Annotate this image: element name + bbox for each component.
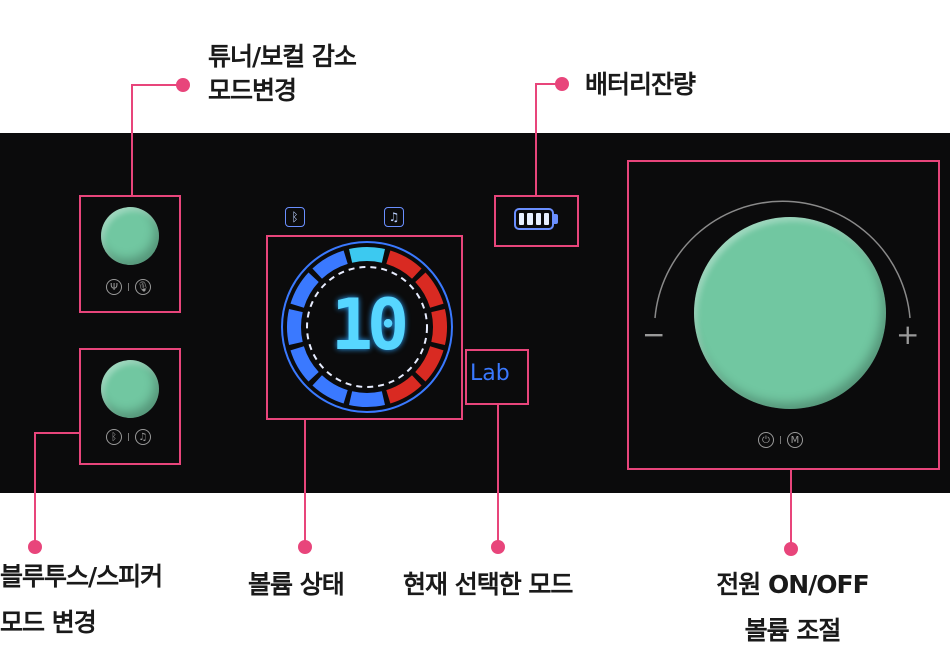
volume-segment	[415, 346, 444, 382]
icon-separator	[128, 283, 129, 291]
volume-ring-display	[281, 241, 453, 413]
volume-segment	[312, 375, 348, 404]
connector-line	[34, 432, 80, 434]
inner-ring	[306, 266, 428, 388]
connector-line	[790, 469, 792, 549]
microphone-icon: 🎙	[135, 279, 151, 295]
volume-state-text: 볼륨 상태	[248, 570, 345, 599]
m-icon: M	[787, 432, 803, 448]
tuner-button-highlight	[79, 195, 181, 313]
connector-line	[535, 83, 537, 196]
tuner-vocal-mode-button[interactable]	[101, 207, 159, 265]
battery-bar	[535, 213, 541, 225]
tuner-callout-label: 튜너/보컬 감소 모드변경	[208, 40, 357, 108]
current-mode-text-display: Lab	[470, 361, 510, 386]
battery-highlight	[494, 195, 579, 247]
bluetooth-indicator-icon: ᛒ	[285, 207, 305, 227]
icon-separator	[128, 433, 129, 441]
volume-minus-label: −	[642, 318, 666, 351]
connector-line	[497, 404, 499, 545]
battery-callout-label: 배터리잔량	[585, 68, 696, 102]
connector-line	[131, 84, 133, 196]
power-callout-line1: 전원 ON/OFF	[716, 570, 869, 599]
power-icon: ⏻	[758, 432, 774, 448]
battery-callout-dot	[555, 77, 569, 91]
tuner-callout-dot	[176, 78, 190, 92]
current-mode-callout-label: 현재 선택한 모드	[403, 568, 573, 602]
bluetooth-speaker-icons: ᛒ ♫	[106, 429, 151, 445]
icon-separator	[780, 436, 781, 444]
volume-segment	[386, 375, 422, 404]
power-callout-dot	[784, 542, 798, 556]
connector-line	[304, 419, 306, 545]
music-note-icon: ♫	[135, 429, 151, 445]
volume-segment	[349, 247, 385, 263]
volume-segment	[290, 346, 319, 382]
connector-line	[34, 432, 36, 544]
volume-segment	[431, 309, 447, 345]
power-volume-knob[interactable]	[694, 217, 886, 409]
power-knob-highlight	[627, 160, 940, 470]
volume-segment	[386, 250, 422, 279]
tuner-vocal-icons: Ψ 🎙	[106, 279, 151, 295]
bluetooth-callout-dot	[28, 540, 42, 554]
volume-segment	[312, 250, 348, 279]
volume-value: 10	[330, 284, 409, 366]
bluetooth-icon: ᛒ	[106, 429, 122, 445]
power-callout-label: 전원 ON/OFF 볼륨 조절	[705, 568, 880, 648]
bt-callout-line1: 블루투스/스피커	[0, 562, 163, 591]
connector-line	[535, 83, 561, 85]
volume-segment	[290, 272, 319, 308]
mode-callout-dot	[491, 540, 505, 554]
battery-icon	[514, 208, 554, 230]
bluetooth-button-highlight	[79, 348, 181, 465]
power-mode-icons: ⏻ M	[758, 432, 803, 448]
bluetooth-callout-label: 블루투스/스피커 모드 변경	[0, 560, 163, 640]
volume-callout-dot	[298, 540, 312, 554]
battery-bar	[527, 213, 533, 225]
bt-callout-line2: 모드 변경	[0, 608, 97, 637]
volume-state-callout-label: 볼륨 상태	[248, 568, 345, 602]
volume-display-highlight	[266, 235, 463, 420]
volume-segment	[415, 272, 444, 308]
mode-display-highlight	[465, 349, 529, 405]
battery-callout-text: 배터리잔량	[585, 70, 696, 99]
power-callout-line2: 볼륨 조절	[744, 616, 842, 645]
volume-segment	[287, 309, 303, 345]
volume-arc	[654, 200, 911, 319]
volume-plus-label: +	[896, 318, 920, 351]
tuner-callout-line2: 모드변경	[208, 76, 297, 105]
battery-cap	[554, 214, 558, 224]
music-indicator-icon: ♫	[384, 207, 404, 227]
current-mode-text: 현재 선택한 모드	[403, 570, 573, 599]
battery-bar	[543, 213, 549, 225]
tuning-fork-icon: Ψ	[106, 279, 122, 295]
connector-line	[131, 84, 183, 86]
battery-bar	[519, 213, 525, 225]
volume-segment	[349, 391, 385, 407]
outer-ring	[281, 241, 453, 413]
tuner-callout-line1: 튜너/보컬 감소	[208, 42, 357, 71]
bluetooth-speaker-mode-button[interactable]	[101, 360, 159, 418]
